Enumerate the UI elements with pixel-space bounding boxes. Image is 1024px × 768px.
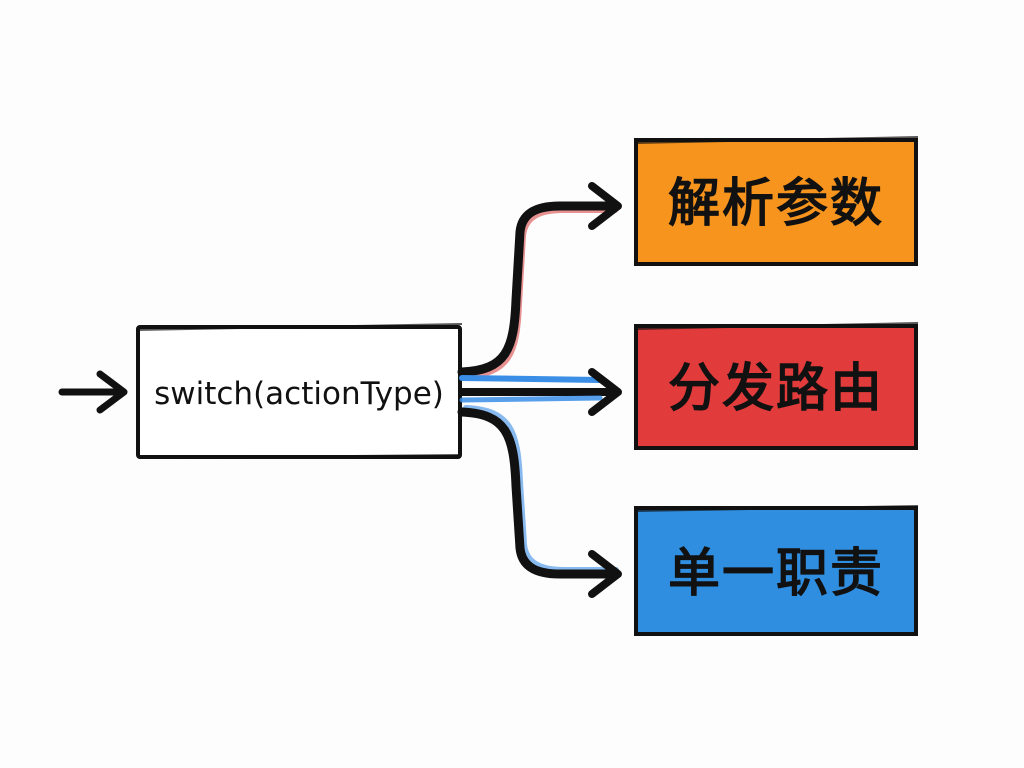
switch-node: switch(actionType) (135, 323, 463, 459)
target-box-middle (634, 324, 918, 450)
arrowhead-middle (588, 368, 622, 416)
switch-node-label: switch(actionType) (154, 376, 444, 412)
target-box-bottom (634, 506, 918, 636)
target-node-parse-params: 解析参数 (633, 136, 919, 266)
connector-middle (458, 368, 622, 416)
arrowhead-bottom (588, 550, 622, 598)
target-label-top: 解析参数 (668, 174, 884, 234)
incoming-arrow (58, 370, 128, 414)
target-node-dispatch-route: 分发路由 (633, 322, 919, 450)
target-label-middle: 分发路由 (668, 359, 884, 419)
target-label-bottom: 单一职责 (668, 544, 884, 604)
connector-bottom (457, 405, 622, 598)
arrowhead-top (588, 182, 622, 230)
connector-top (457, 182, 622, 379)
target-node-single-responsibility: 单一职责 (633, 505, 919, 636)
target-box-top (634, 138, 918, 266)
